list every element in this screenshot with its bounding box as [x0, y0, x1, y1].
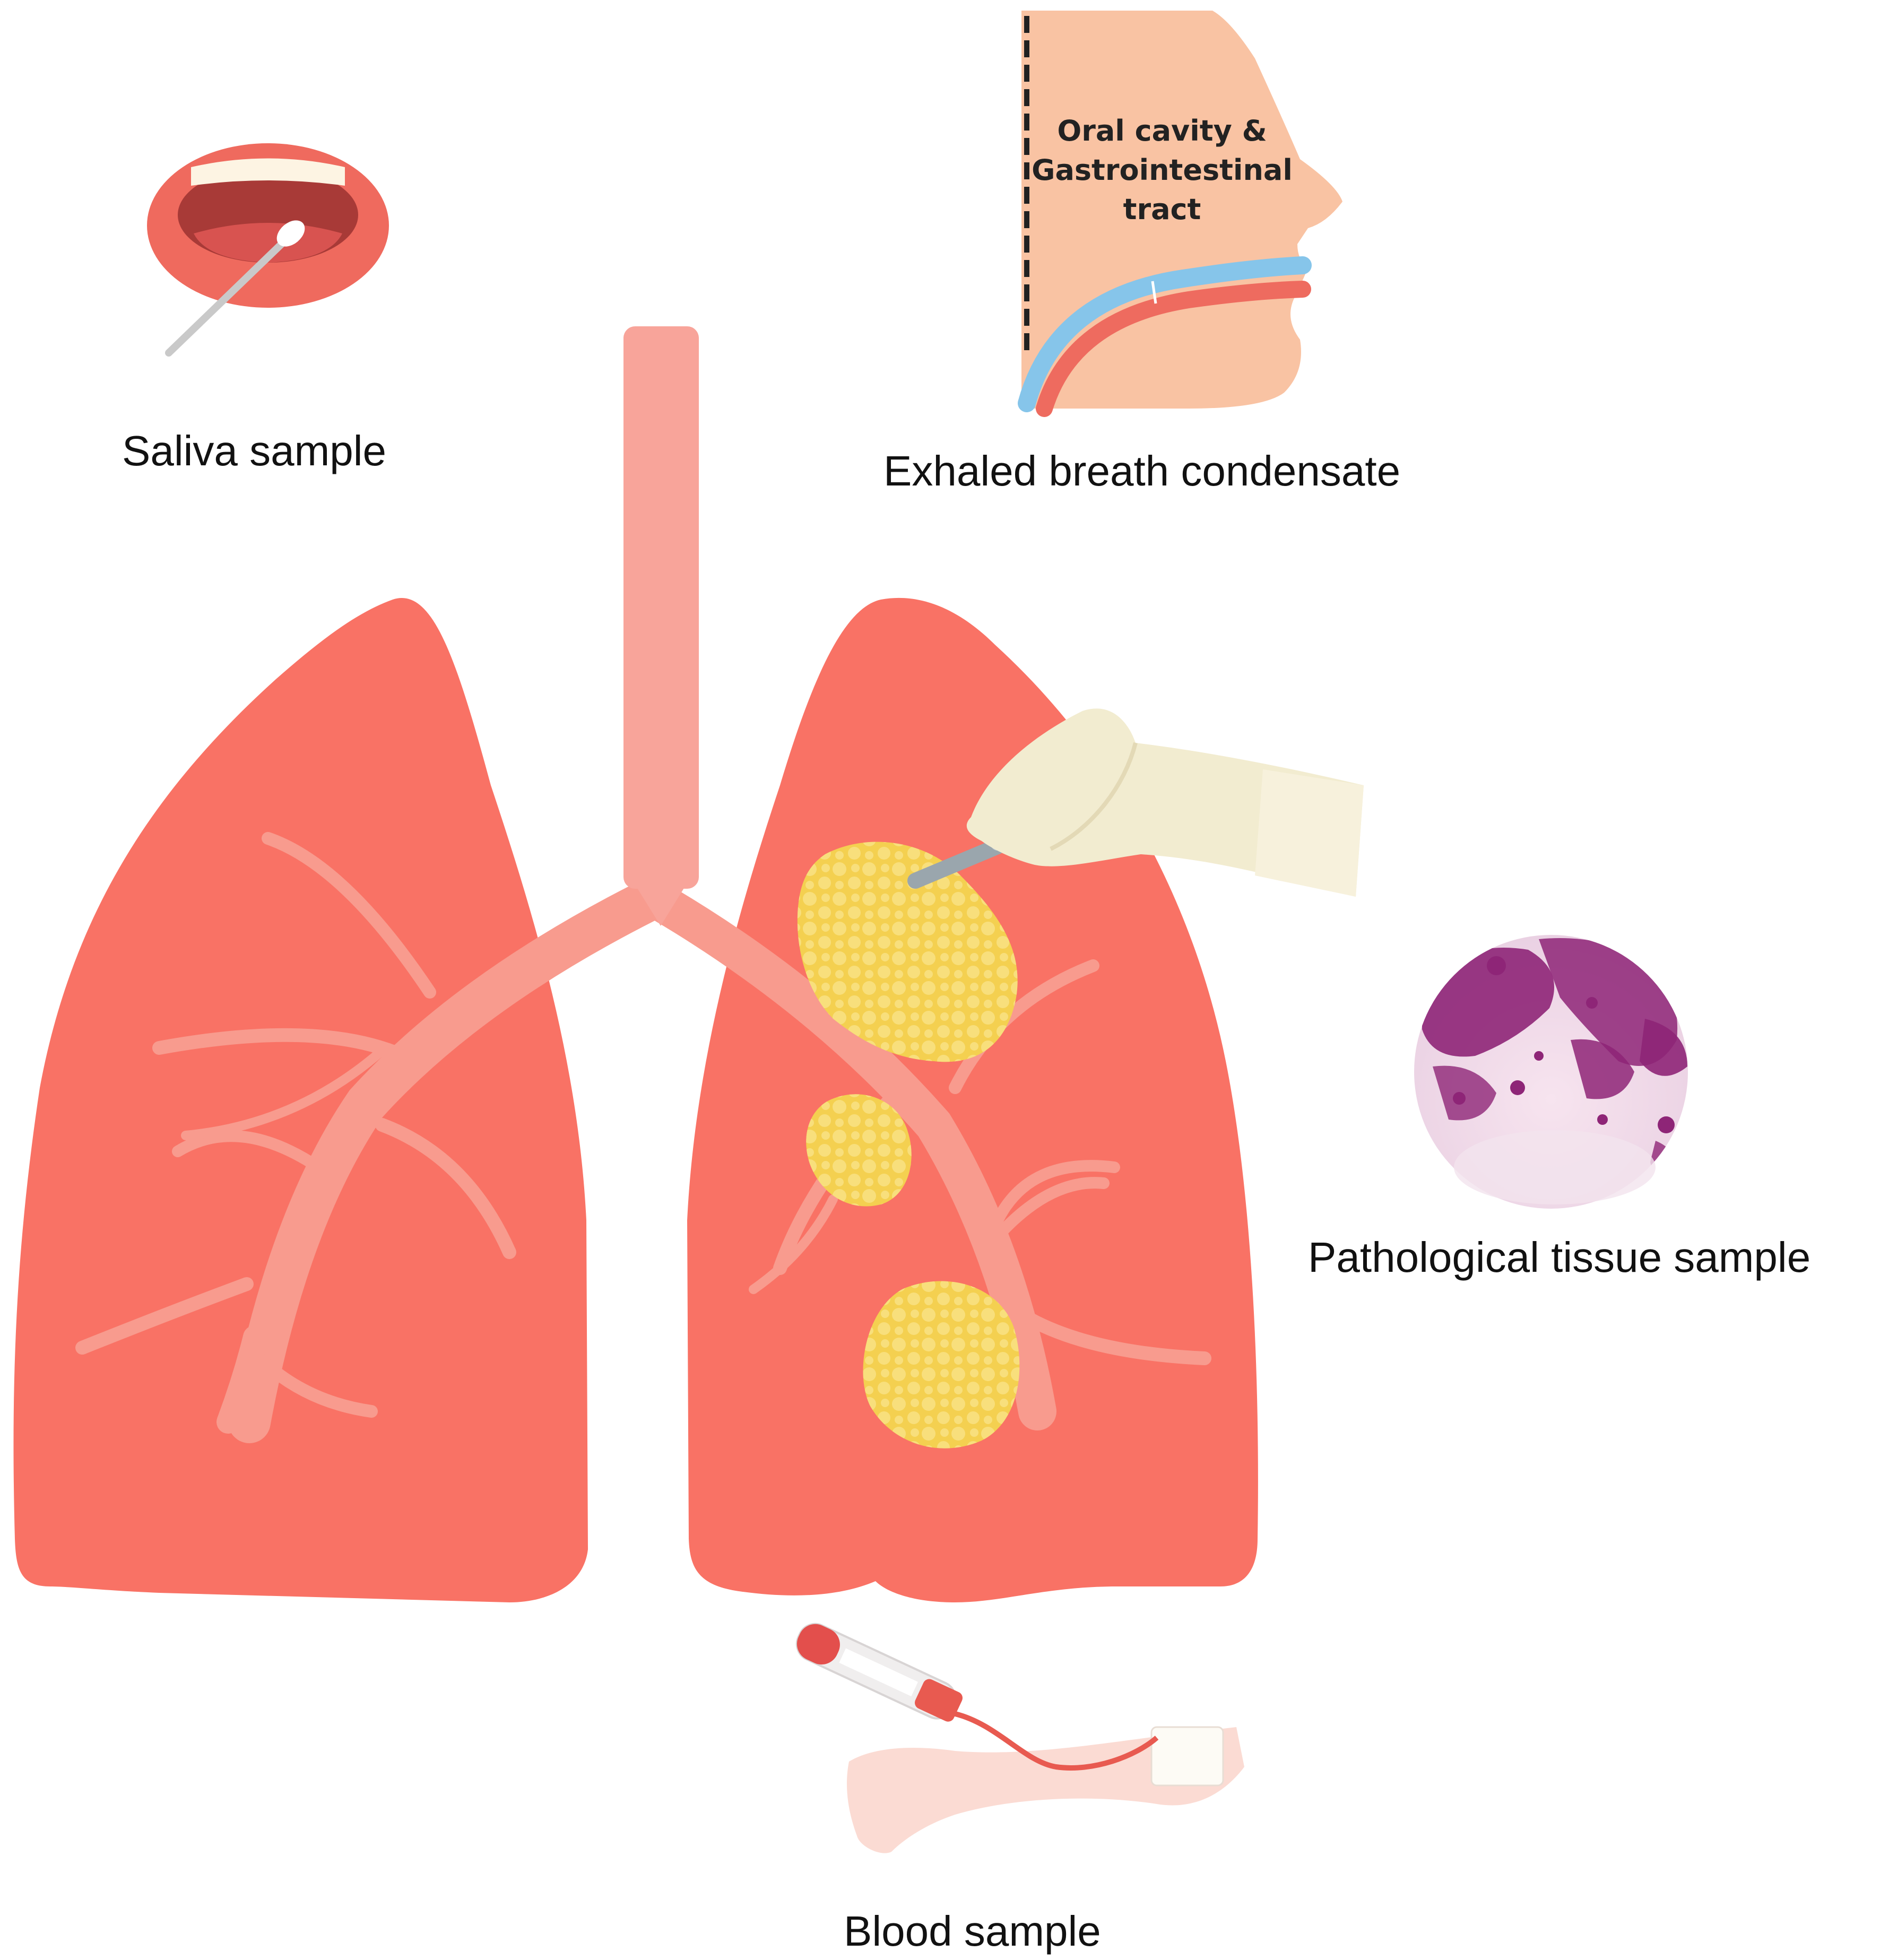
nose-text-line-3: tract: [1123, 193, 1201, 226]
exhaled-breath-label: Exhaled breath condensate: [883, 447, 1401, 495]
nose-text-line-1: Oral cavity &: [1057, 114, 1267, 148]
blood-draw-icon: [795, 1623, 1244, 1853]
pathological-tissue-label: Pathological tissue sample: [1308, 1234, 1811, 1281]
saliva-sample-label: Saliva sample: [122, 427, 387, 474]
tumor-nodules: [797, 842, 1020, 1449]
head-profile-icon: [1018, 11, 1342, 417]
lungs-icon: [13, 326, 1258, 1602]
gloved-hand-scalpel-icon: [907, 708, 1364, 897]
histology-slide-image: [1414, 935, 1688, 1209]
mouth-swab-icon: [147, 143, 389, 357]
nose-text-line-2: Gastrointestinal: [1032, 153, 1293, 187]
blood-sample-label: Blood sample: [844, 1907, 1101, 1955]
